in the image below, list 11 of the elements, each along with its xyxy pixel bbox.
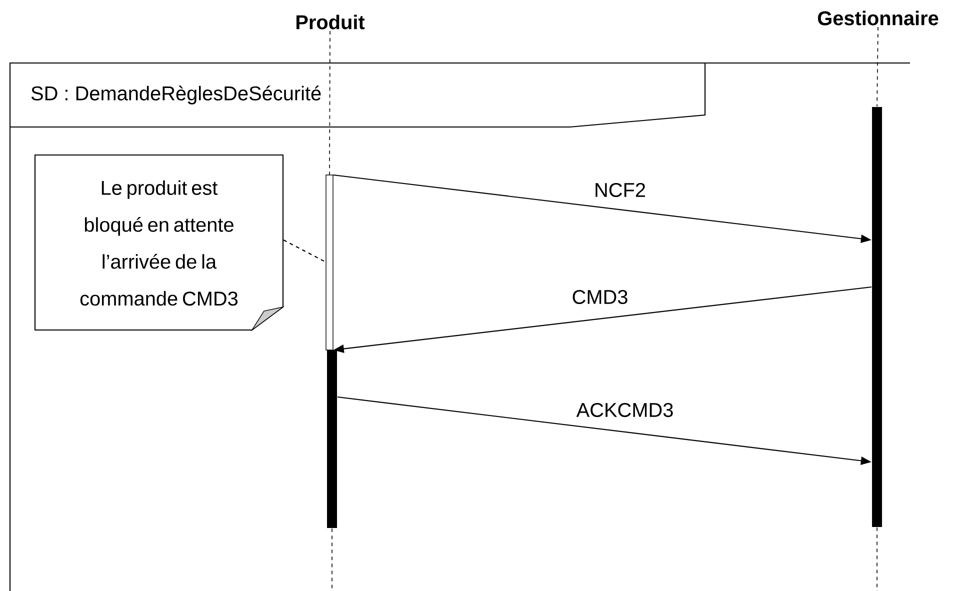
frame-tab: SD : DemandeRèglesDeSécurité [10, 62, 706, 128]
lifeline [876, 26, 878, 107]
edge-label: ACKCMD3 [575, 402, 675, 418]
activation-bar [327, 350, 337, 528]
lifeline-header: Produit [296, 14, 365, 30]
edge-label: NCF2 [592, 182, 648, 198]
lifeline-header: Gestionnaire [818, 10, 938, 26]
leader-line [283, 240, 326, 262]
edge-label: CMD3 [570, 288, 630, 306]
activation-bar [326, 174, 334, 350]
lifeline [329, 30, 330, 176]
